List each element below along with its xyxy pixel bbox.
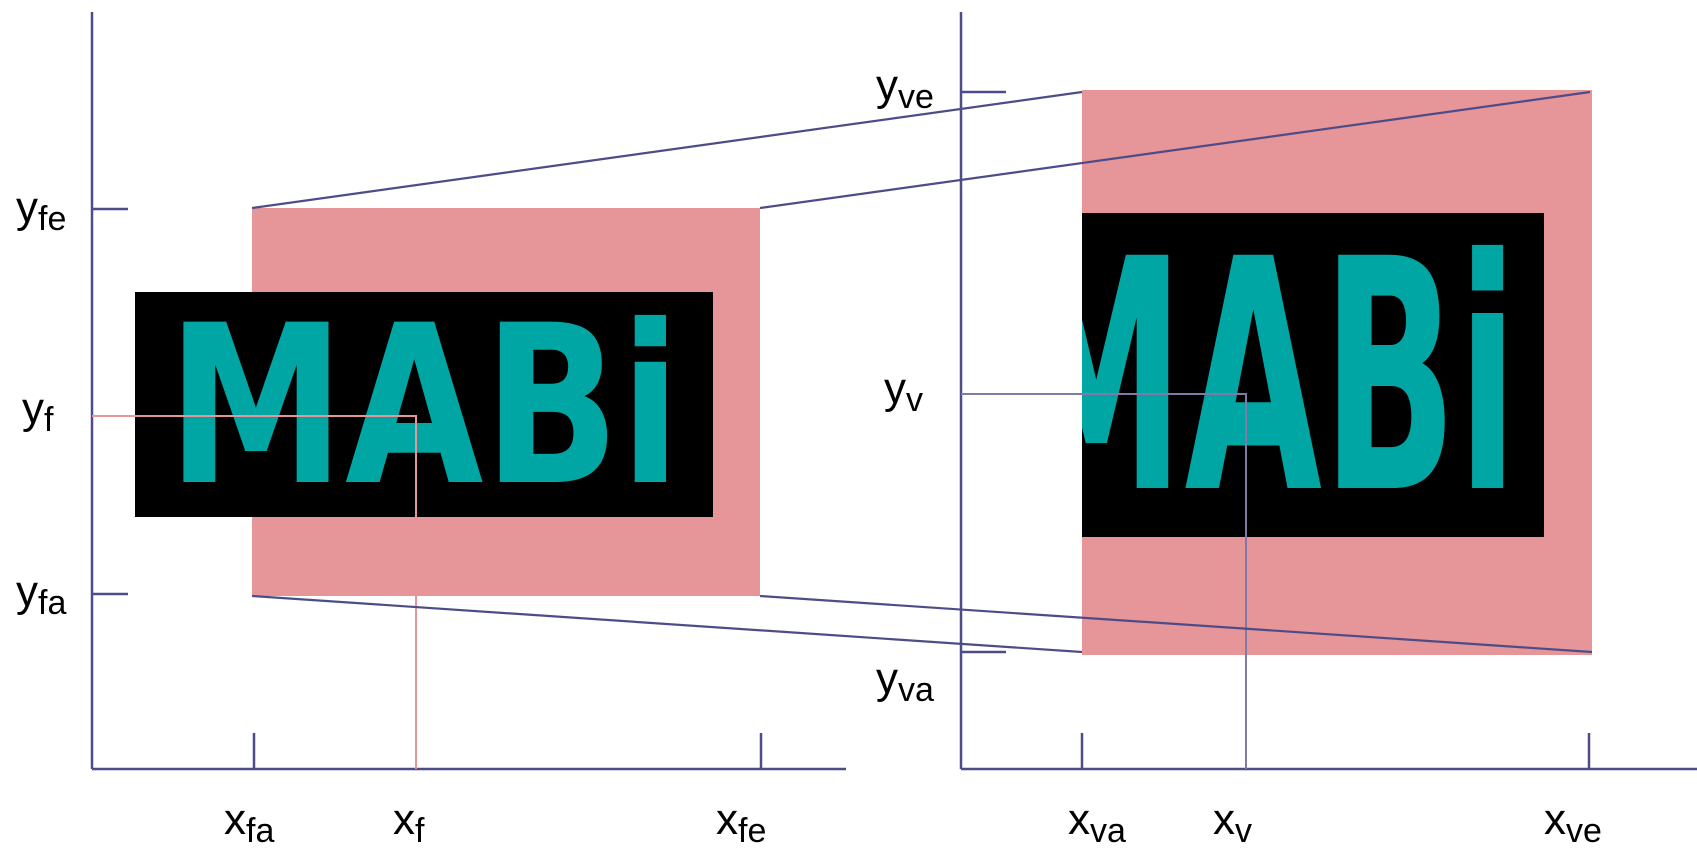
right-logo-background	[1082, 213, 1544, 537]
label-xv: xv	[1213, 795, 1252, 850]
pointer-lines-window	[92, 415, 417, 769]
left-panel: MABi yfe yf yfa xfa xf xfe	[16, 12, 846, 850]
left-logo-background	[135, 292, 713, 517]
label-yva: yva	[876, 654, 934, 709]
label-yv: yv	[884, 364, 923, 419]
label-xve: xve	[1544, 795, 1602, 850]
left-logo-text: MABi	[167, 278, 681, 534]
right-logo-text: MABi	[1008, 192, 1518, 564]
label-yfa: yfa	[16, 567, 66, 622]
label-xva: xva	[1068, 795, 1126, 850]
left-logo: MABi	[135, 278, 713, 534]
mapping-lines	[251, 90, 1593, 654]
label-yfe: yfe	[16, 183, 66, 238]
label-xf: xf	[393, 795, 425, 850]
map-line-bottom-left	[251, 594, 1083, 654]
right-panel: MABi yve yv yva xva xv xve	[876, 12, 1697, 850]
label-xfe: xfe	[716, 795, 766, 850]
label-yve: yve	[876, 61, 934, 116]
pointer-lines-viewport	[961, 393, 1247, 769]
right-logo: MABi	[1008, 192, 1544, 564]
map-line-top-left	[251, 90, 1083, 210]
label-yf: yf	[22, 384, 54, 439]
map-line-top-right	[759, 90, 1591, 210]
label-xfa: xfa	[224, 795, 274, 850]
map-line-bottom-right	[759, 594, 1593, 654]
